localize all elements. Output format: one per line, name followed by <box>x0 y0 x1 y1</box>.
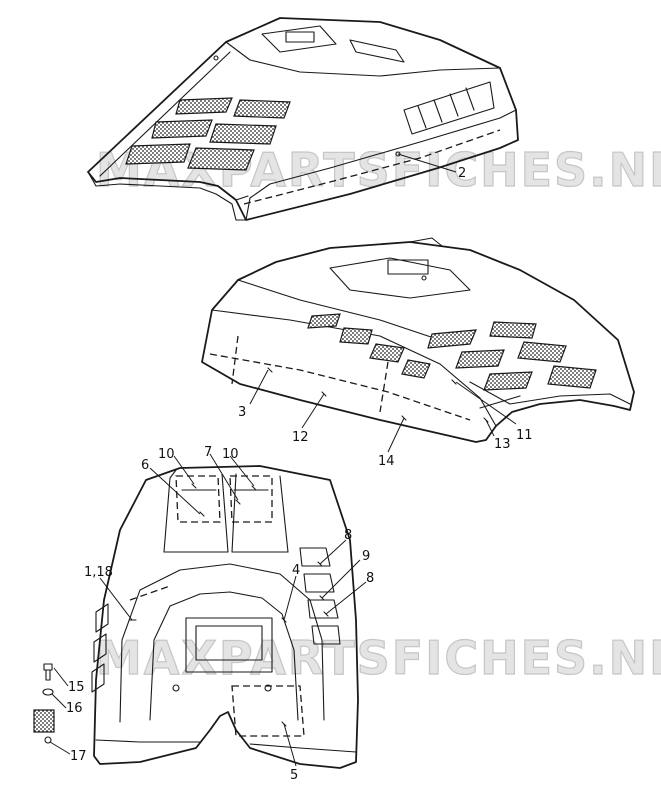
hood-front-view <box>91 465 359 769</box>
callout-12: 12 <box>292 430 309 445</box>
mesh-insert-part <box>33 709 55 744</box>
callout-4: 4 <box>292 563 300 578</box>
callout-16: 16 <box>66 701 83 716</box>
callout-5: 5 <box>290 768 298 783</box>
callout-10-left: 10 <box>158 447 175 462</box>
callout-14: 14 <box>378 454 395 469</box>
callout-17: 17 <box>70 749 87 764</box>
watermark-bottom: MAXPARTSFICHES.NET <box>96 631 661 685</box>
callout-13: 13 <box>494 437 511 452</box>
callout-10-right: 10 <box>222 447 239 462</box>
fastener-screw <box>43 663 53 681</box>
hood-side-view <box>201 237 635 443</box>
callout-8-bottom: 8 <box>366 571 374 586</box>
hood-top-view <box>87 17 519 221</box>
callout-15: 15 <box>68 680 85 695</box>
callout-2: 2 <box>458 166 466 181</box>
callout-1-18: 1,18 <box>84 565 113 580</box>
callout-7: 7 <box>204 445 212 460</box>
callout-3: 3 <box>238 405 246 420</box>
callout-11: 11 <box>516 428 533 443</box>
callout-6: 6 <box>141 458 149 473</box>
callout-8-top: 8 <box>344 528 352 543</box>
callout-9: 9 <box>362 549 370 564</box>
fastener-washer <box>42 688 54 696</box>
